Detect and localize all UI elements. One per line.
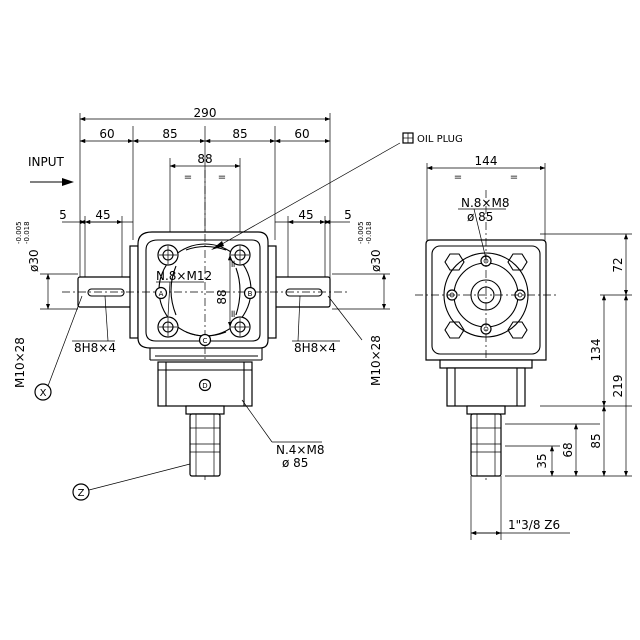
dim-left-60: 60: [99, 127, 114, 141]
dim-35: 35: [535, 453, 549, 468]
side-bolt-pcd-label: ø 85: [467, 210, 493, 224]
dim-144: 144: [475, 154, 498, 168]
flange-bolts-label: N.4×M8: [276, 443, 324, 457]
dim-left-85: 85: [162, 127, 177, 141]
dim-88-top: 88: [197, 152, 212, 166]
dim-219: 219: [611, 375, 625, 398]
shaft-tol-left-upper: -0.005: [15, 221, 23, 244]
thread-right-label: M10×28: [369, 335, 383, 386]
key-left-label: 8H8×4: [74, 341, 116, 355]
marker-a: A: [159, 290, 164, 298]
svg-text:=: =: [228, 310, 239, 318]
dim-left-45: 45: [95, 208, 110, 222]
dim-68: 68: [561, 442, 575, 457]
dim-72: 72: [611, 257, 625, 272]
shaft-tol-left-lower: -0.018: [23, 221, 31, 244]
marker-x: X: [40, 388, 47, 399]
dim-85: 85: [589, 433, 603, 448]
shaft-dia-left: ø30: [27, 249, 41, 272]
spline-label: 1"3/8 Z6: [508, 518, 560, 532]
dim-right-45: 45: [298, 208, 313, 222]
dim-right-60: 60: [294, 127, 309, 141]
marker-c: C: [203, 337, 208, 345]
dim-right-85: 85: [232, 127, 247, 141]
svg-text:=: =: [228, 260, 239, 268]
shaft-tol-right-upper: -0.005: [357, 221, 365, 244]
svg-text:=: =: [218, 172, 226, 183]
side-view: 144 = = N.8×M8 ø 85: [415, 154, 632, 540]
shaft-dia-right: ø30: [369, 249, 383, 272]
dim-overall: 290: [194, 106, 217, 120]
svg-text:=: =: [454, 172, 462, 183]
thread-left-label: M10×28: [13, 337, 27, 388]
marker-z: Z: [78, 488, 85, 499]
dim-left-5: 5: [59, 208, 67, 222]
input-label: INPUT: [28, 155, 65, 169]
marker-d: D: [202, 382, 207, 390]
dim-right-5: 5: [344, 208, 352, 222]
key-right-label: 8H8×4: [294, 341, 336, 355]
marker-b: B: [248, 290, 253, 298]
shaft-tol-right-lower: -0.018: [365, 221, 373, 244]
flange-pcd-label: ø 85: [282, 456, 308, 470]
front-view: 290 60 85 85 60 88 = = INPUT 5 45 45: [13, 106, 463, 501]
side-bolt-pattern-label: N.8×M8: [461, 196, 509, 210]
dim-88-side: 88: [215, 289, 229, 304]
svg-text:=: =: [510, 172, 518, 183]
svg-text:=: =: [184, 172, 192, 183]
bolt-pattern-label: N.8×M12: [156, 269, 212, 283]
dim-134: 134: [589, 339, 603, 362]
oil-plug-label: OIL PLUG: [417, 134, 463, 145]
